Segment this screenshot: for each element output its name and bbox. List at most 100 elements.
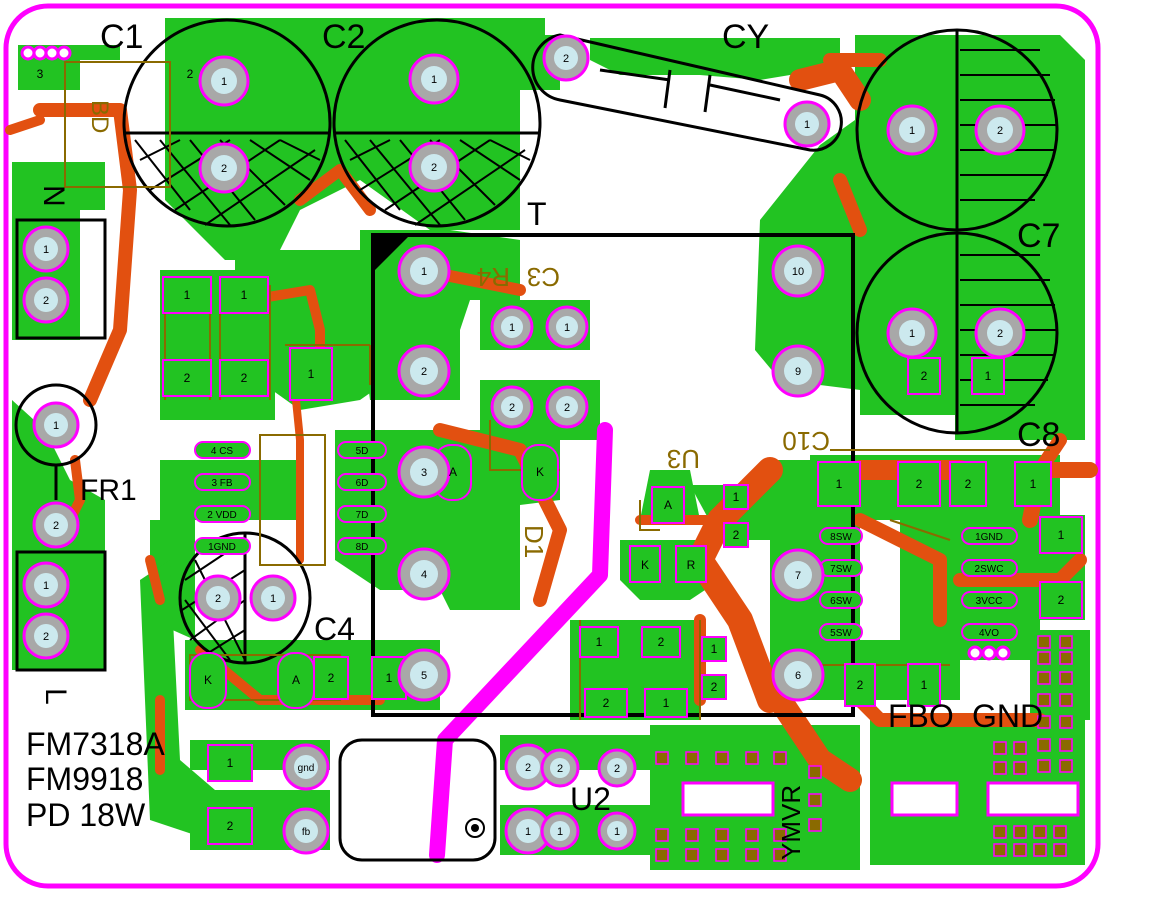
pad-hole <box>34 237 58 261</box>
header-slots <box>681 781 1080 817</box>
pin-label-6d: 6D <box>356 478 369 489</box>
pad-label: 5 <box>421 670 427 682</box>
pad-label: 2 <box>43 295 49 307</box>
small-pad <box>745 848 759 862</box>
small-pad <box>685 751 699 765</box>
pad-label: 1 <box>43 580 49 592</box>
small-pad <box>1037 693 1051 707</box>
smd-pad-label: 1 <box>921 678 928 692</box>
pin-label-3vcc: 3VCC <box>976 596 1003 607</box>
smd-pad-label: 1 <box>1030 477 1037 491</box>
through-hole-pad: 2 <box>542 34 590 82</box>
label-bd: BD <box>86 100 113 133</box>
pad-label: fb <box>302 827 311 838</box>
label-l: L <box>39 688 72 705</box>
small-pad <box>1059 759 1073 773</box>
small-pad <box>773 828 787 842</box>
pad-hole <box>784 561 812 589</box>
pad-label: 1 <box>614 826 620 838</box>
smd-pad-label: 2 <box>857 678 864 692</box>
through-hole-pad: 2 <box>198 142 250 194</box>
board-outline <box>3 3 1101 889</box>
small-pad <box>1037 738 1051 752</box>
small-pad <box>1013 825 1027 839</box>
pad-label: 10 <box>792 266 804 278</box>
label-model2: FM9918 <box>26 761 143 797</box>
through-hole-pad: 1 <box>597 811 637 851</box>
smd-pad-label: 1 <box>711 642 718 656</box>
pad-hole <box>784 357 812 385</box>
smd-pad-label: 1 <box>663 696 670 710</box>
through-hole-pad: 9 <box>771 344 825 398</box>
small-pad <box>1033 825 1047 839</box>
pad-hole <box>421 66 447 92</box>
through-hole-pad: 1 <box>886 307 938 359</box>
pad-label: 1 <box>564 322 570 334</box>
small-pad <box>685 828 699 842</box>
smd-pad-label: 1 <box>227 756 234 770</box>
pad-hole <box>34 288 58 312</box>
smd-pad-label: 3 <box>37 67 44 81</box>
pad-label: 2 <box>997 328 1003 340</box>
smd-pad-label: 2 <box>658 635 665 649</box>
pad-label: 2 <box>614 763 620 775</box>
small-pad <box>1037 759 1051 773</box>
smd-pad-label: 2 <box>1058 593 1065 607</box>
pin-label-6sw: 6SW <box>830 596 852 607</box>
small-pad <box>20 45 36 61</box>
pad-label: 2 <box>431 162 437 174</box>
smd-pad-label: 2 <box>603 696 610 710</box>
small-pad <box>1059 635 1073 649</box>
pad-label: 3 <box>421 467 427 479</box>
smd-pad-label: 1 <box>596 635 603 649</box>
smd-pad-label: K <box>641 558 649 572</box>
jumper-wire <box>429 422 613 863</box>
pad-hole <box>261 586 285 610</box>
pad-hole <box>516 755 540 779</box>
small-pad <box>981 645 997 661</box>
pad-hole <box>410 458 438 486</box>
label-r4: R4 <box>477 262 510 292</box>
label-fbo: FBO <box>888 698 954 734</box>
smd-pad-label: 2 <box>328 671 335 685</box>
pad-hole <box>294 755 318 779</box>
small-pad <box>808 818 822 832</box>
pad-label: 1 <box>909 328 915 340</box>
pad-hole <box>410 257 438 285</box>
pad-label: 1 <box>557 826 563 838</box>
silk-connectors <box>14 218 107 672</box>
small-pad <box>745 751 759 765</box>
pad-label: 6 <box>795 670 801 682</box>
label-u3: U3 <box>667 444 700 474</box>
small-pad <box>56 45 72 61</box>
through-hole-pad: 5 <box>397 648 451 702</box>
pad-label: 1 <box>509 322 515 334</box>
pad-label: 2 <box>43 631 49 643</box>
label-c3: C3 <box>527 262 560 292</box>
pad-hole <box>550 821 570 841</box>
small-pad <box>1037 651 1051 665</box>
small-pad <box>745 828 759 842</box>
pad-hole <box>44 413 68 437</box>
through-hole-pad: 1 <box>22 561 70 609</box>
label-ymvr: YMVR <box>776 785 806 860</box>
through-hole-pad: 1 <box>504 807 552 855</box>
through-hole-pad: 3 <box>397 445 451 499</box>
pad-label: 2 <box>421 366 427 378</box>
smd-pad-label: 1 <box>184 288 191 302</box>
through-hole-pad: fb <box>282 807 330 855</box>
pad-label: 2 <box>997 125 1003 137</box>
pin-label-7d: 7D <box>356 510 369 521</box>
small-pad <box>1013 741 1027 755</box>
label-model1: FM7318A <box>26 726 165 762</box>
pad-hole <box>516 819 540 843</box>
through-hole-pad: gnd <box>282 743 330 791</box>
smd-pad-label: 1 <box>985 369 992 383</box>
pad-hole <box>556 316 578 338</box>
small-pad <box>1037 671 1051 685</box>
pad-label: 2 <box>53 520 59 532</box>
pad-hole <box>987 117 1013 143</box>
smd-pad-label: A <box>292 673 300 687</box>
